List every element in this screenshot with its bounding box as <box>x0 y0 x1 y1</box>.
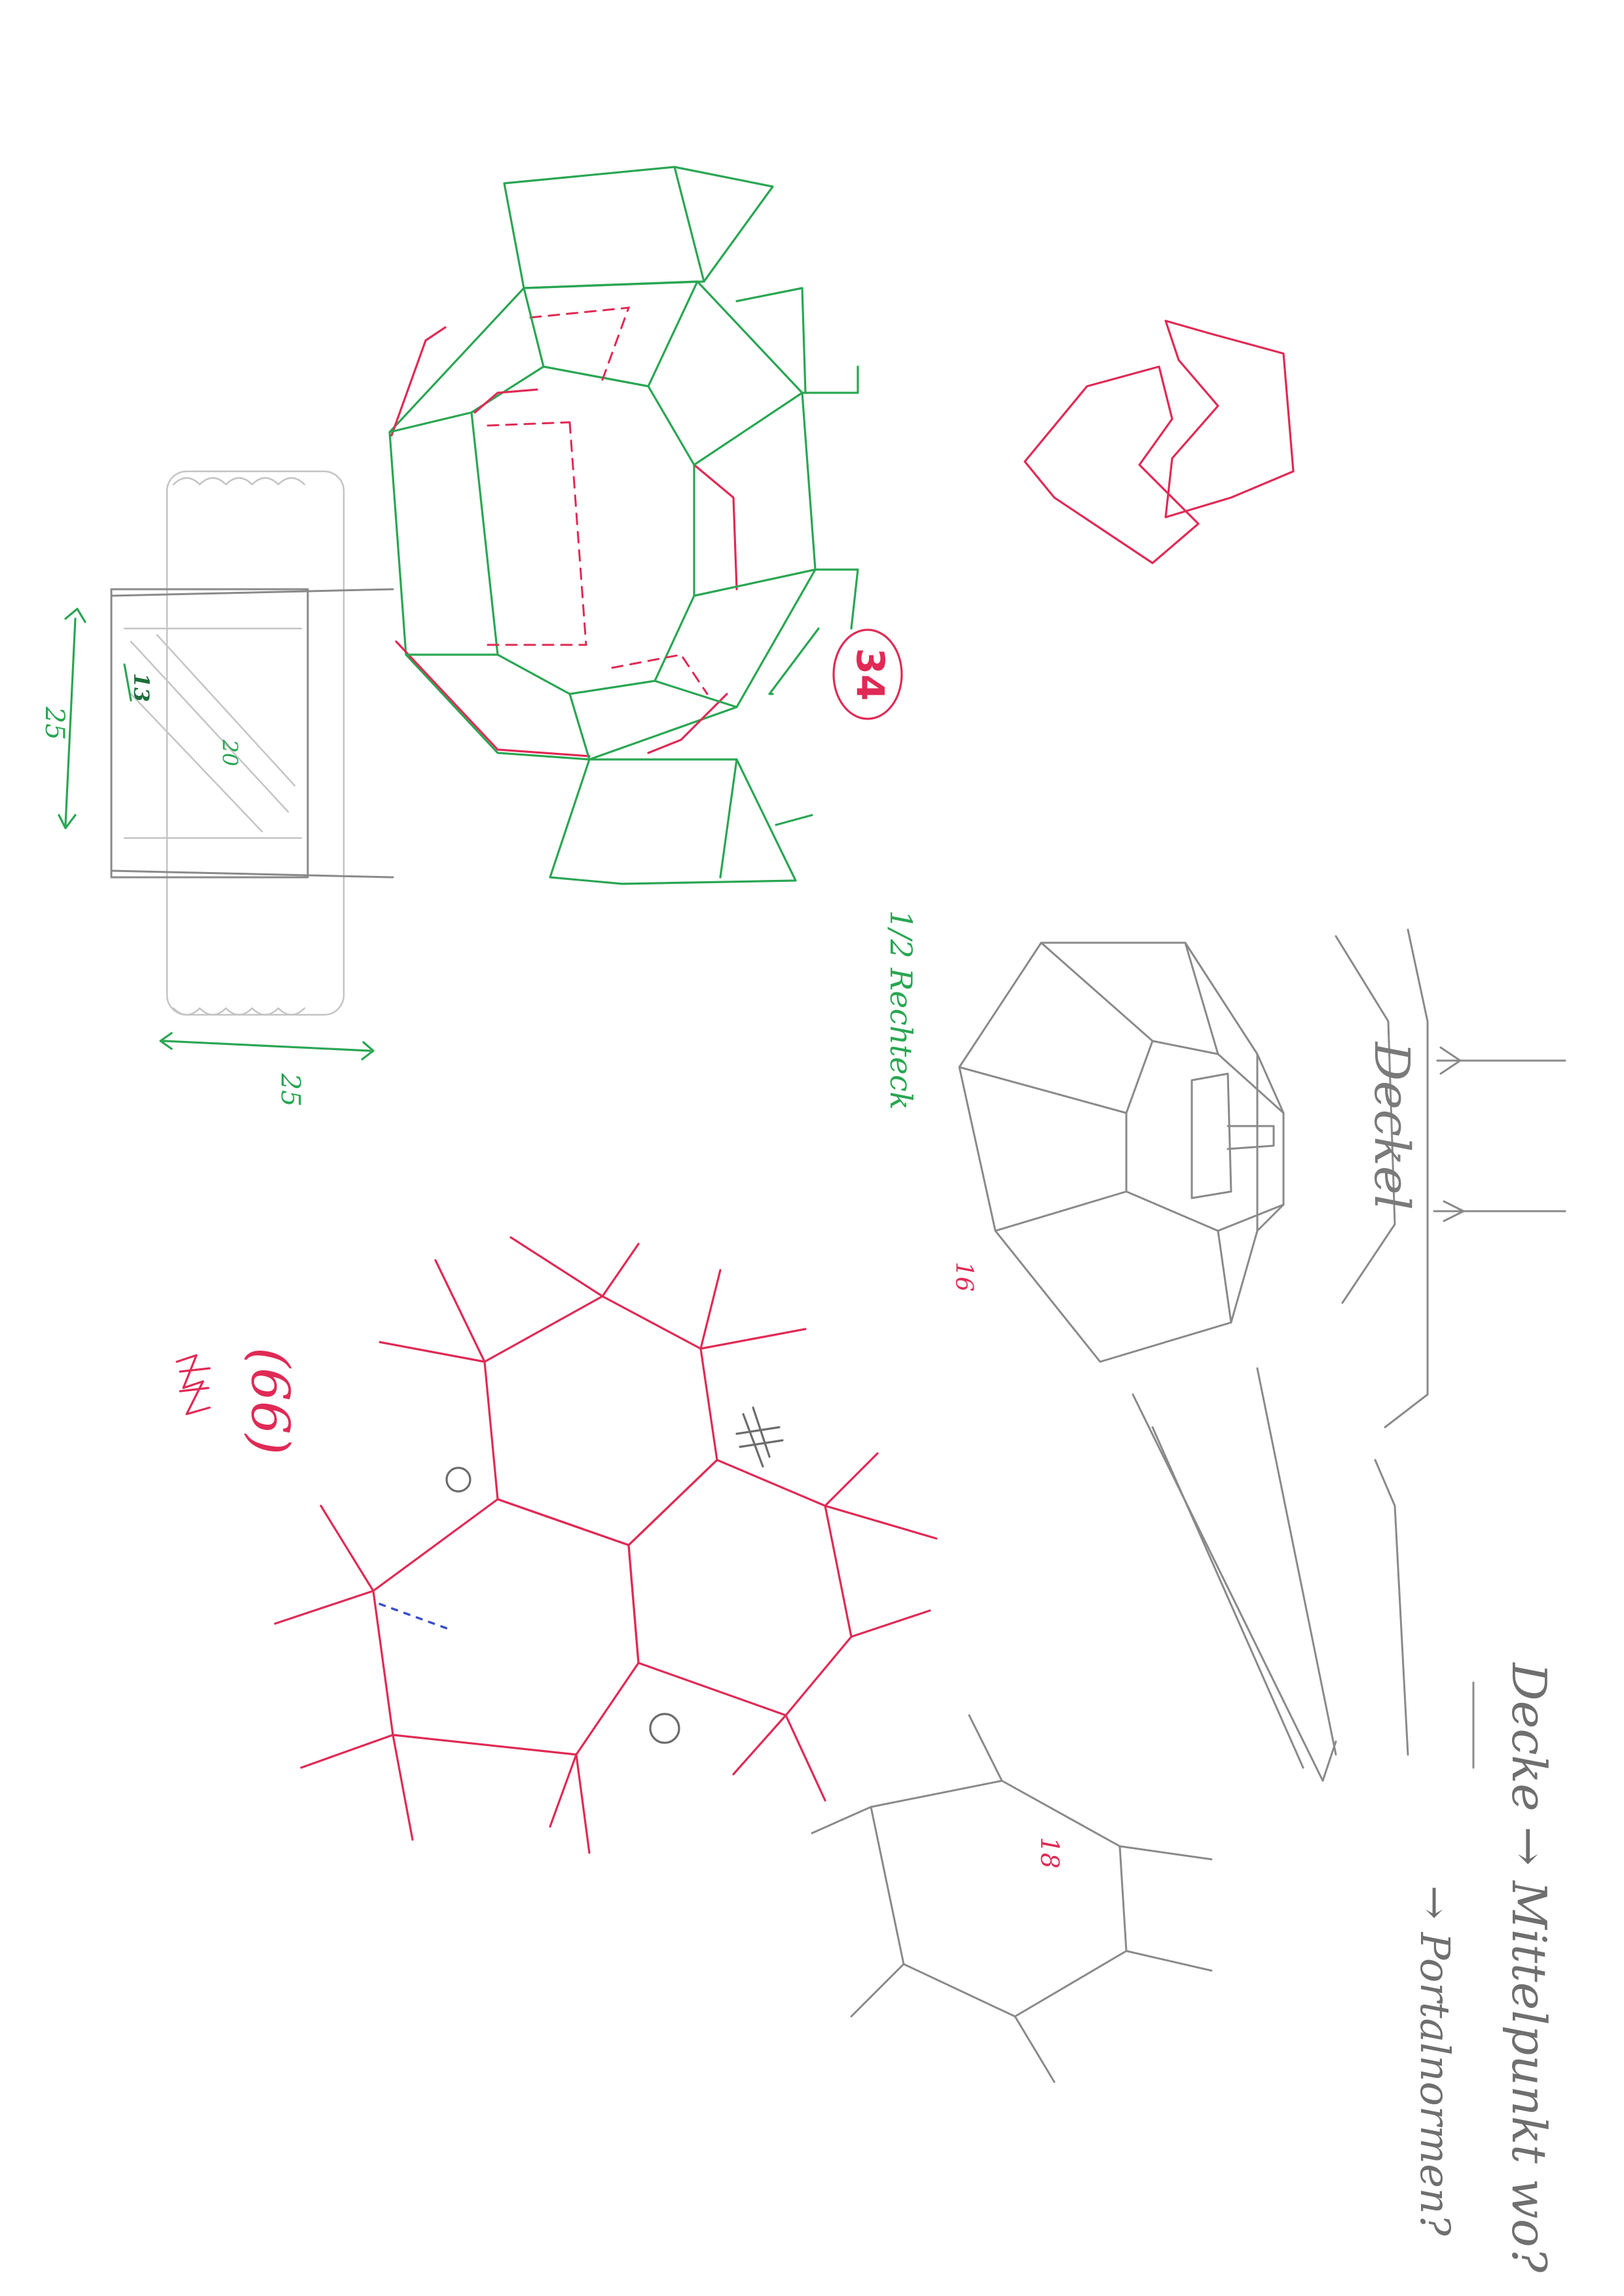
red-scribble <box>1024 319 1295 564</box>
label-18: 18 <box>1035 1837 1064 1868</box>
dim-13: 13 <box>129 673 154 702</box>
red-scribble-hatch <box>179 1367 211 1393</box>
label-66: (66) <box>240 1347 301 1455</box>
dim-25-left: 25 <box>39 706 69 740</box>
pencil-octagon-sketch <box>958 928 1566 1782</box>
label-half-rectangle: 1/2 Rechteck <box>883 910 919 1110</box>
note-line-2: → Portalnormen? <box>1411 1886 1459 2236</box>
note-line-1: Decke → Mittelpunkt wo? <box>1502 1662 1557 2273</box>
dim-25-bottom: 25 <box>275 1073 305 1107</box>
circle-34-outline <box>832 629 903 720</box>
label-16: 16 <box>950 1262 977 1292</box>
hexagon-network-sketch <box>274 1236 1213 2083</box>
red-scribble-mark <box>175 1354 211 1415</box>
label-34: 34 <box>848 648 893 701</box>
block-dimension-sketch <box>58 470 394 1061</box>
label-deckel: Deckel <box>1363 1041 1420 1211</box>
dim-20: 20 <box>217 739 242 767</box>
octagon-frame-sketch <box>388 166 859 885</box>
